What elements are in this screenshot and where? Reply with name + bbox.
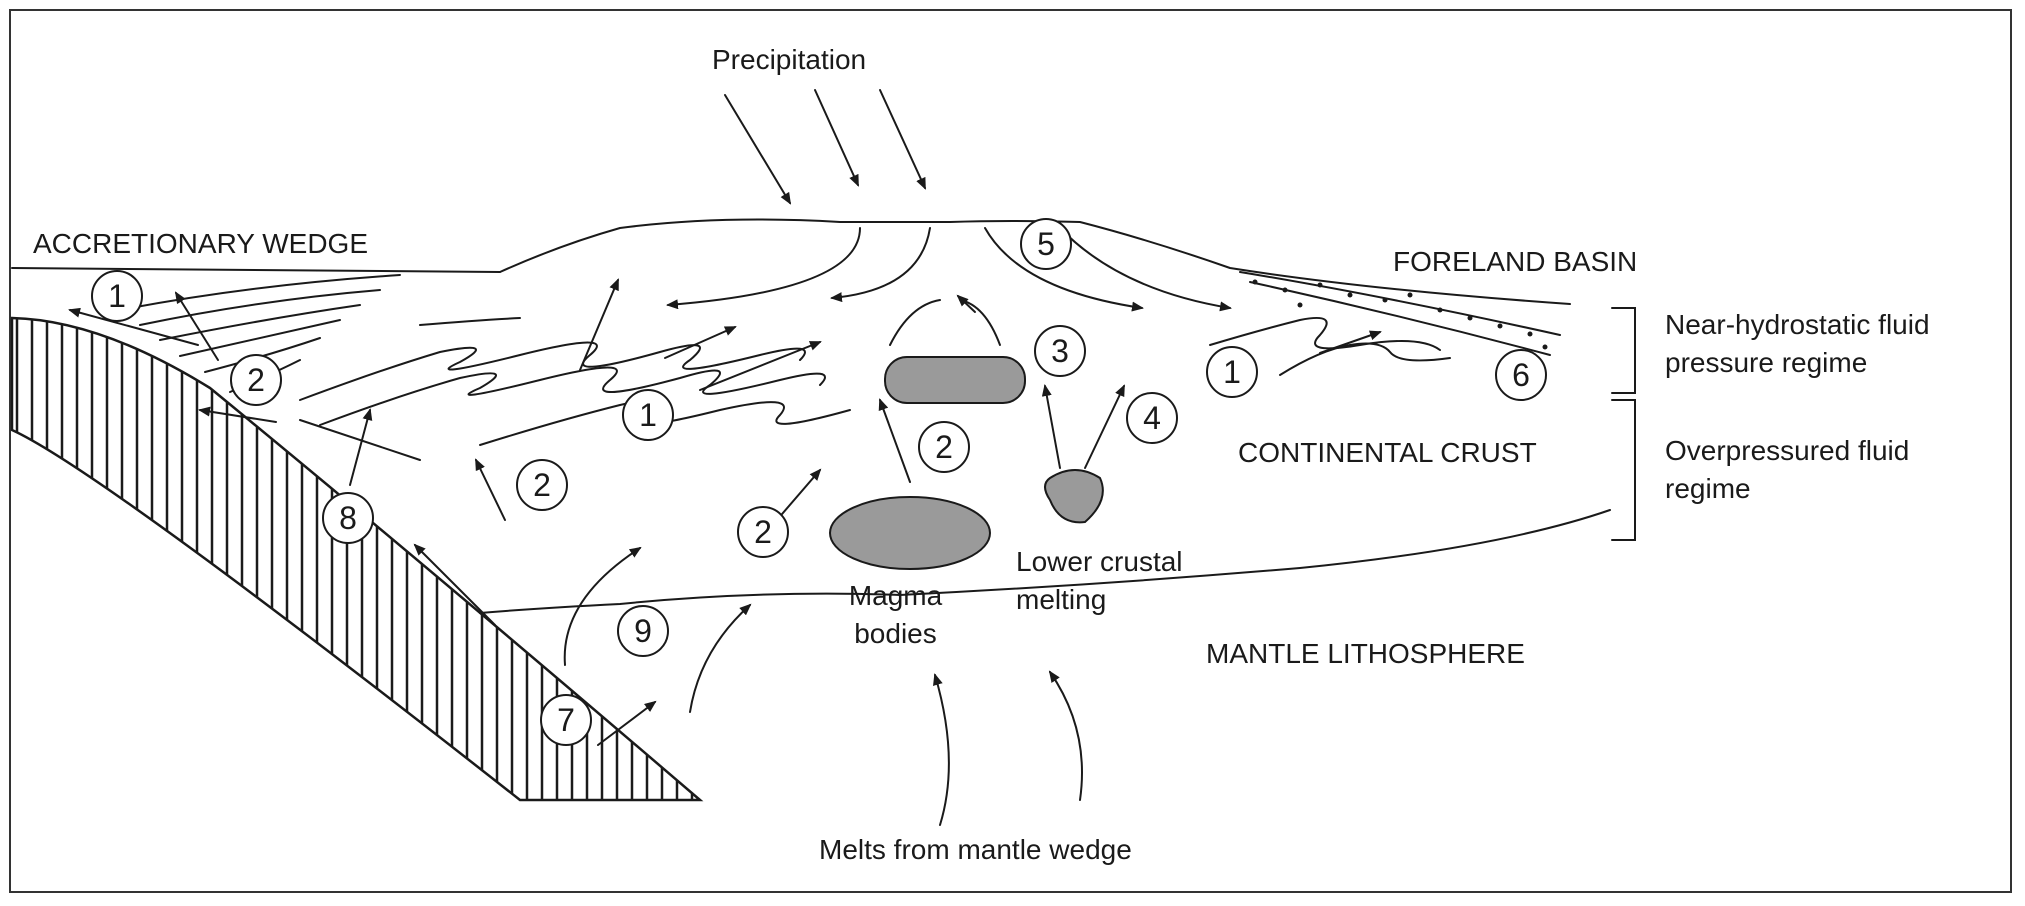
magma-bodies-label: Magma bodies — [838, 577, 953, 653]
marker-1-center: 1 — [622, 389, 674, 441]
marker-6: 6 — [1495, 349, 1547, 401]
marker-4: 4 — [1126, 392, 1178, 444]
magma-body-upper — [885, 357, 1025, 403]
accretionary-wedge-label: ACCRETIONARY WEDGE — [33, 226, 368, 261]
subducting-slab — [12, 318, 700, 800]
foreland-basin-label: FORELAND BASIN — [1393, 244, 1637, 279]
hydrostatic-bracket — [1612, 308, 1635, 393]
marker-2-wedge: 2 — [230, 354, 282, 406]
continental-crust-label: CONTINENTAL CRUST — [1238, 435, 1537, 470]
near-hydrostatic-label: Near-hydrostatic fluid pressure regime — [1665, 306, 1995, 382]
lower-crustal-melting-label: Lower crustal melting — [1016, 543, 1236, 619]
precipitation-label: Precipitation — [712, 42, 866, 77]
surface-left — [12, 268, 500, 272]
marker-3: 3 — [1034, 325, 1086, 377]
melts-from-mantle-wedge-label: Melts from mantle wedge — [819, 832, 1132, 867]
overpressure-bracket — [1612, 400, 1635, 540]
wedge-base — [300, 420, 420, 460]
marker-1-foreland: 1 — [1206, 346, 1258, 398]
magma-body-lower — [830, 497, 990, 569]
overpressured-label: Overpressured fluid regime — [1665, 432, 1925, 508]
lower-crust-melt — [1045, 470, 1103, 522]
marker-2-lower: 2 — [737, 506, 789, 558]
marker-7: 7 — [540, 694, 592, 746]
marker-5: 5 — [1020, 218, 1072, 270]
marker-8: 8 — [322, 492, 374, 544]
marker-2-left: 2 — [516, 459, 568, 511]
marker-1-wedge: 1 — [91, 270, 143, 322]
marker-2-mid: 2 — [918, 421, 970, 473]
marker-9: 9 — [617, 605, 669, 657]
mantle-lithosphere-label: MANTLE LITHOSPHERE — [1206, 636, 1525, 671]
